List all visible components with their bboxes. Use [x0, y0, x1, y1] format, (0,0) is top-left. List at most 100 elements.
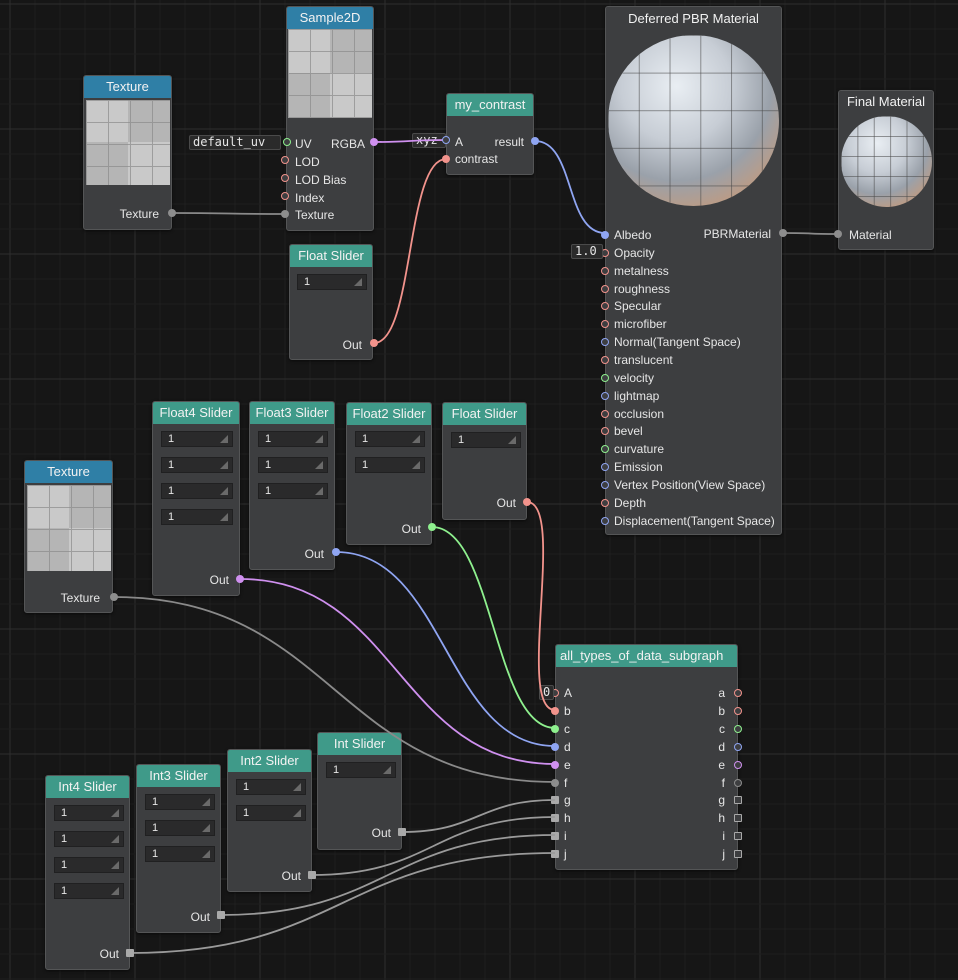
slider-value-field[interactable]: 1 — [161, 457, 233, 473]
float-slider-node-2[interactable]: Float Slider Out 1 — [442, 402, 527, 520]
slider-value-field[interactable]: 1 — [236, 779, 306, 795]
drag-handle-icon[interactable] — [220, 461, 228, 469]
subgraph-output-port-b[interactable] — [734, 706, 742, 715]
drag-handle-icon[interactable] — [412, 461, 420, 469]
rgba-port[interactable] — [370, 138, 378, 146]
float-slider-node[interactable]: Float Slider 1 Out — [289, 244, 373, 360]
pbr-input-port-translucent[interactable] — [601, 355, 609, 364]
texture-node[interactable]: Texture Texture — [83, 75, 172, 230]
drag-handle-icon[interactable] — [354, 278, 362, 286]
slider-value-field[interactable]: 1 — [54, 883, 124, 899]
slider-value-field[interactable]: 1 — [355, 431, 425, 447]
subgraph-input-port-c[interactable] — [551, 724, 559, 733]
slider-value-field[interactable]: 1 — [326, 762, 396, 778]
pbrmaterial-out-port[interactable] — [779, 229, 787, 237]
drag-handle-icon[interactable] — [111, 809, 119, 817]
opacity-default-field[interactable]: 1.0 — [571, 244, 603, 259]
drag-handle-icon[interactable] — [220, 487, 228, 495]
int2-out-port[interactable] — [308, 871, 316, 879]
pbr-input-port-velocity[interactable] — [601, 373, 609, 382]
drag-handle-icon[interactable] — [293, 783, 301, 791]
subgraph-output-port-c[interactable] — [734, 724, 742, 733]
drag-handle-icon[interactable] — [315, 435, 323, 443]
pbr-input-port-microfiber[interactable] — [601, 320, 609, 329]
subgraph-input-port-e[interactable] — [551, 760, 559, 769]
subgraph-output-port-f[interactable] — [734, 778, 742, 787]
subgraph-output-port-g[interactable] — [734, 796, 742, 805]
pbr-input-port-roughness[interactable] — [601, 284, 609, 293]
slider-value-field[interactable]: 1 — [145, 794, 215, 810]
drag-handle-icon[interactable] — [315, 461, 323, 469]
int3-out-port[interactable] — [217, 911, 225, 919]
subgraph-input-port-f[interactable] — [551, 778, 559, 787]
slider-value-field[interactable]: 1 — [258, 457, 328, 473]
pbr-input-port-specular[interactable] — [601, 302, 609, 311]
subgraph-output-port-e[interactable] — [734, 760, 742, 769]
drag-handle-icon[interactable] — [202, 850, 210, 858]
float3-out-port[interactable] — [332, 548, 340, 556]
slider-value-field[interactable]: 1 — [161, 483, 233, 499]
subgraph-output-port-j[interactable] — [734, 850, 742, 859]
slider-value-field[interactable]: 1 — [297, 274, 367, 290]
drag-handle-icon[interactable] — [202, 798, 210, 806]
texture-out-port[interactable] — [168, 209, 176, 217]
pbr-input-port-curvature[interactable] — [601, 445, 609, 454]
uv-port[interactable] — [283, 138, 291, 146]
pbr-input-port-normal-tangent-space[interactable] — [601, 338, 609, 347]
texture-in-port[interactable] — [281, 210, 289, 218]
subgraph-output-port-h[interactable] — [734, 814, 742, 823]
drag-handle-icon[interactable] — [315, 487, 323, 495]
final-material-node[interactable]: Final Material Material — [838, 90, 934, 250]
subgraph-output-port-d[interactable] — [734, 742, 742, 751]
drag-handle-icon[interactable] — [412, 435, 420, 443]
drag-handle-icon[interactable] — [293, 809, 301, 817]
int-slider-node[interactable]: Int Slider Out 1 — [317, 732, 402, 850]
slider-value-field[interactable]: 1 — [54, 857, 124, 873]
drag-handle-icon[interactable] — [220, 513, 228, 521]
subgraph-a-default-field[interactable]: 0 — [539, 685, 554, 700]
pbr-input-port-emission[interactable] — [601, 463, 609, 472]
drag-handle-icon[interactable] — [202, 824, 210, 832]
subgraph-input-port-i[interactable] — [551, 832, 559, 841]
slider-value-field[interactable]: 1 — [145, 846, 215, 862]
contrast-port[interactable] — [442, 155, 450, 163]
subgraph-input-port-b[interactable] — [551, 706, 559, 715]
subgraph-input-port-d[interactable] — [551, 742, 559, 751]
pbr-input-port-lightmap[interactable] — [601, 391, 609, 400]
drag-handle-icon[interactable] — [111, 887, 119, 895]
deferred-pbr-material-node[interactable]: Deferred PBR Material PBRMaterial Albedo… — [601, 6, 782, 535]
pbr-input-port-albedo[interactable] — [601, 231, 609, 239]
slider-value-field[interactable]: 1 — [161, 509, 233, 525]
float-mid-out-port[interactable] — [523, 498, 531, 506]
a-port[interactable] — [442, 136, 450, 144]
drag-handle-icon[interactable] — [111, 835, 119, 843]
uv-default-field[interactable]: default_uv — [189, 135, 281, 150]
subgraph-output-port-i[interactable] — [734, 832, 742, 841]
drag-handle-icon[interactable] — [111, 861, 119, 869]
subgraph-input-port-j[interactable] — [551, 850, 559, 859]
index-port[interactable] — [281, 192, 289, 200]
pbr-input-port-displacement-tangent-space[interactable] — [601, 516, 609, 525]
lod-bias-port[interactable] — [281, 174, 289, 182]
slider-value-field[interactable]: 1 — [145, 820, 215, 836]
drag-handle-icon[interactable] — [383, 766, 391, 774]
slider-value-field[interactable]: 1 — [258, 483, 328, 499]
a-default-field[interactable]: xyz — [412, 133, 446, 148]
lod-port[interactable] — [281, 156, 289, 164]
slider-value-field[interactable]: 1 — [355, 457, 425, 473]
slider-value-field[interactable]: 1 — [451, 432, 521, 448]
drag-handle-icon[interactable] — [508, 436, 516, 444]
pbr-input-port-bevel[interactable] — [601, 427, 609, 436]
subgraph-output-port-a[interactable] — [734, 689, 742, 697]
texture2-out-port[interactable] — [110, 593, 118, 601]
int-out-port[interactable] — [398, 828, 406, 836]
pbr-input-port-vertex-position-view-space[interactable] — [601, 480, 609, 489]
slider-value-field[interactable]: 1 — [54, 831, 124, 847]
